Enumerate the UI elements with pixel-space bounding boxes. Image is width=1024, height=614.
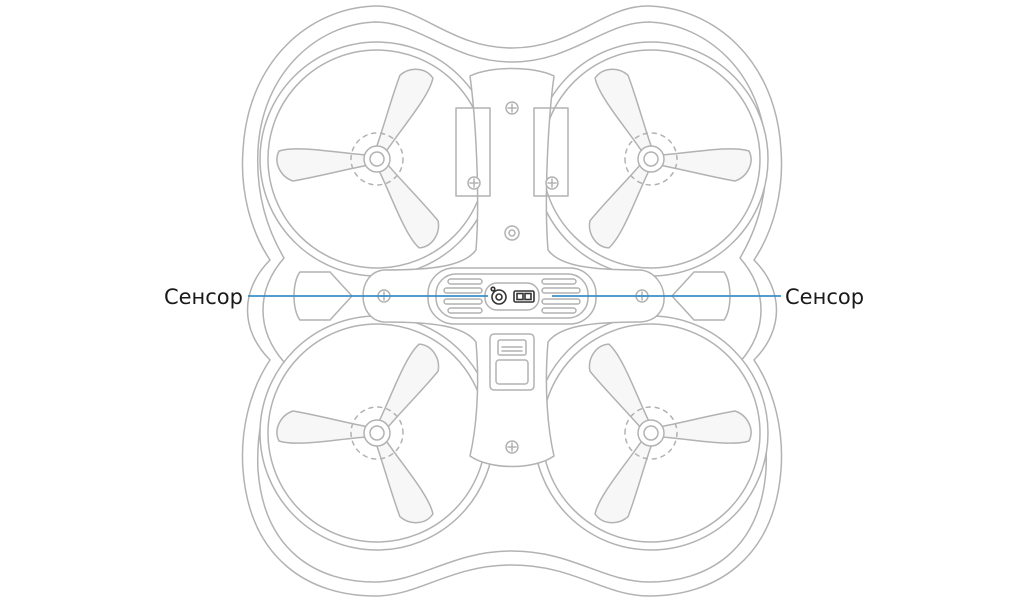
usb-port: [489, 333, 535, 391]
right-sensor-label: Сенсор: [785, 285, 864, 309]
screw-bottom: [505, 440, 519, 454]
screw-top: [505, 101, 519, 115]
screw-left-upper: [467, 176, 481, 190]
left-sensor-label: Сенсор: [164, 285, 243, 309]
left-battery-bracket: [455, 107, 491, 197]
screw-right-upper: [545, 176, 559, 190]
right-battery-bracket: [533, 107, 569, 197]
sensor-module: [427, 267, 597, 325]
center-hole: [504, 225, 520, 241]
